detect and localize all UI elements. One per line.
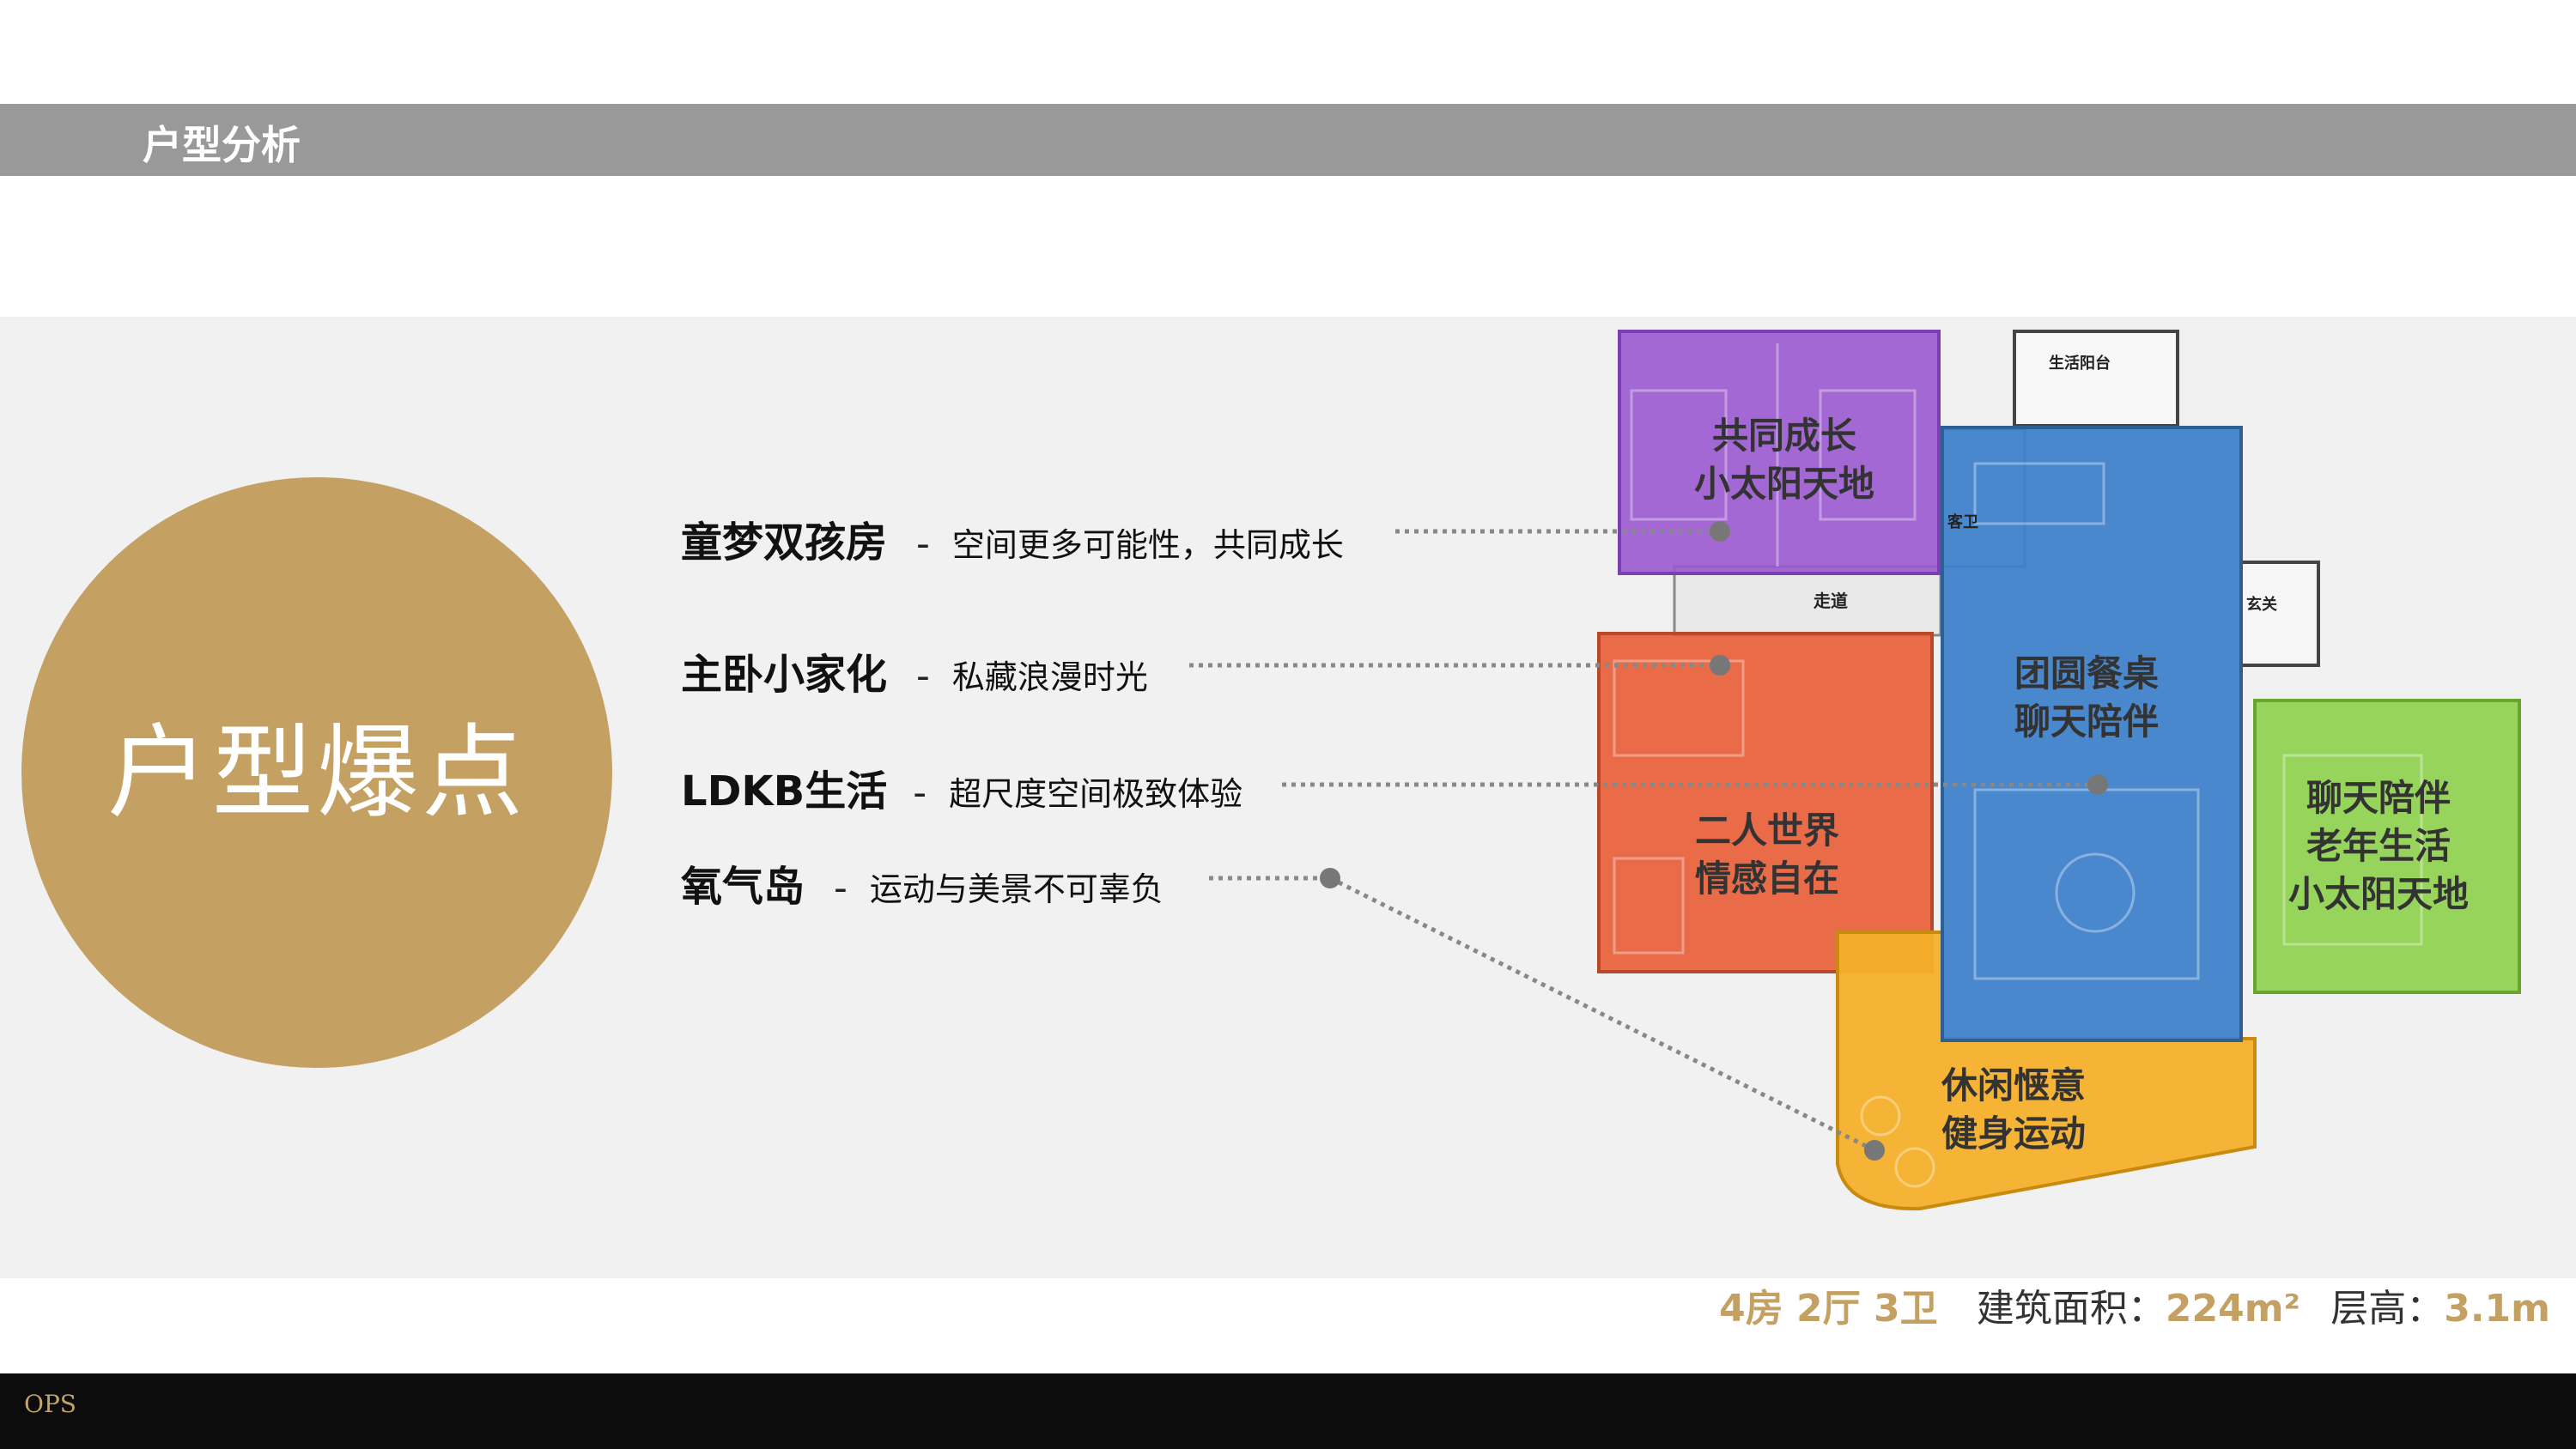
feature-separator: -: [834, 866, 848, 910]
stats-area-label: 建筑面积：: [1976, 1287, 2166, 1331]
feature-separator: -: [913, 771, 927, 815]
feature-master-suite: 主卧小家化 - 私藏浪漫时光: [681, 640, 1148, 700]
feature-desc: 运动与美景不可辜负: [869, 870, 1163, 908]
room-label-elder: 聊天陪伴 老年生活 小太阳天地: [2275, 774, 2482, 919]
feature-ldkb: LDKB生活 - 超尺度空间极致体验: [681, 757, 1242, 817]
room-label-master: 二人世界 情感自在: [1664, 807, 1870, 903]
hero-title: 户型爆点: [106, 713, 526, 832]
unit-stats: 4房 2厅 3卫 建筑面积：224m² 层高：3.1m: [1719, 1281, 2550, 1337]
feature-title: 主卧小家化: [681, 651, 888, 699]
stats-area-value: 224m²: [2165, 1287, 2300, 1331]
stats-height-value: 3.1m: [2444, 1287, 2550, 1331]
room-label-kids: 共同成长 小太阳天地: [1681, 412, 1887, 508]
hero-circle: 户型爆点: [21, 477, 612, 1068]
room-label-line: 共同成长: [1711, 415, 1856, 457]
feature-desc: 私藏浪漫时光: [951, 658, 1148, 696]
footer-text: OPS: [24, 1390, 76, 1418]
header-title: 户型分析: [143, 122, 301, 168]
stats-height-label: 层高：: [2330, 1287, 2445, 1331]
feature-desc: 超尺度空间极致体验: [949, 775, 1243, 813]
room-label-line: 小太阳天地: [2287, 873, 2469, 915]
feature-title: 氧气岛: [681, 863, 805, 911]
room-label-line: 休闲惬意: [1941, 1064, 2086, 1106]
stats-rooms: 4房 2厅 3卫: [1719, 1287, 1938, 1331]
room-label-line: 情感自在: [1694, 858, 1839, 900]
feature-separator: -: [916, 654, 930, 698]
room-label-line: 老年生活: [2306, 825, 2451, 867]
feature-oxygen-island: 氧气岛 - 运动与美景不可辜负: [681, 852, 1163, 912]
room-label-line: 小太阳天地: [1693, 463, 1874, 505]
room-label-balcony: 休闲惬意 健身运动: [1911, 1062, 2117, 1158]
feature-twin-kids-room: 童梦双孩房 - 空间更多可能性，共同成长: [681, 508, 1344, 568]
room-label-line: 聊天陪伴: [2306, 777, 2451, 819]
header-bar: [0, 104, 2576, 176]
room-label-line: 聊天陪伴: [2014, 700, 2159, 743]
room-label-living: 团圆餐桌 聊天陪伴: [1984, 650, 2190, 746]
feature-title: 童梦双孩房: [681, 518, 888, 567]
feature-desc: 空间更多可能性，共同成长: [951, 526, 1344, 564]
footer-bar: [0, 1373, 2576, 1449]
room-label-line: 健身运动: [1941, 1113, 2086, 1155]
feature-separator: -: [916, 522, 930, 566]
room-label-line: 团圆餐桌: [2014, 652, 2159, 694]
room-label-line: 二人世界: [1694, 809, 1839, 852]
feature-title: LDKB生活: [681, 767, 888, 815]
